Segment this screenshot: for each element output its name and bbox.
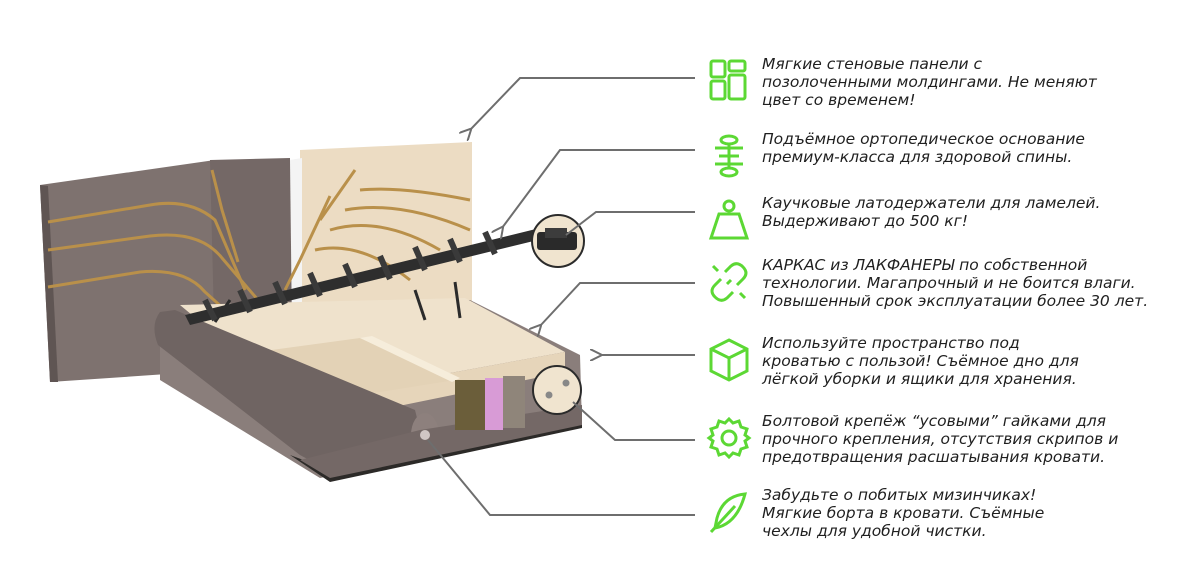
broken-chain-icon [705, 258, 753, 306]
cube-icon [705, 336, 753, 384]
feature-frame-text: КАРКАС из ЛАКФАНЕРЫ по собственной техно… [762, 256, 1149, 310]
bolt-zoom [532, 365, 582, 415]
feature-wall-panels: Мягкие стеновые панели с позолоченными м… [705, 55, 1195, 117]
feature-wall-panels-text: Мягкие стеновые панели с позолоченными м… [762, 55, 1097, 109]
feature-holders-text: Каучковые латодержатели для ламелей. Выд… [762, 194, 1101, 230]
pointer-line-holders [565, 211, 695, 236]
feature-sides: Забудьте о побитых мизинчиках! Мягкие бо… [705, 486, 1195, 548]
slat-holder-zoom [531, 214, 585, 268]
pointer-line-sides [427, 439, 695, 516]
weight-icon [705, 196, 753, 244]
feature-bolts: Болтовой крепёж “усовыми” гайками для пр… [705, 412, 1195, 474]
feature-bolts-text: Болтовой крепёж “усовыми” гайками для пр… [762, 412, 1119, 466]
feature-holders: Каучковые латодержатели для ламелей. Выд… [705, 194, 1195, 256]
slat-base [185, 228, 546, 325]
feature-storage-text: Используйте пространство под кроватью с … [762, 334, 1079, 388]
feature-frame: КАРКАС из ЛАКФАНЕРЫ по собственной техно… [705, 256, 1195, 318]
feather-icon [705, 488, 753, 536]
pointer-line-base [502, 149, 695, 228]
spine-icon [705, 132, 753, 180]
feature-base-text: Подъёмное ортопедическое основание преми… [762, 130, 1085, 166]
feature-sides-text: Забудьте о побитых мизинчиках! Мягкие бо… [762, 486, 1045, 540]
feature-storage: Используйте пространство под кроватью с … [705, 334, 1195, 396]
pointer-line-panels [470, 77, 695, 130]
feature-base: Подъёмное ортопедическое основание преми… [705, 130, 1195, 192]
pointer-line-bolts [572, 401, 695, 441]
wall-panels-icon [705, 57, 753, 105]
gear-icon [705, 414, 753, 462]
pointer-lines [427, 77, 695, 516]
pointer-line-frame [540, 282, 695, 326]
